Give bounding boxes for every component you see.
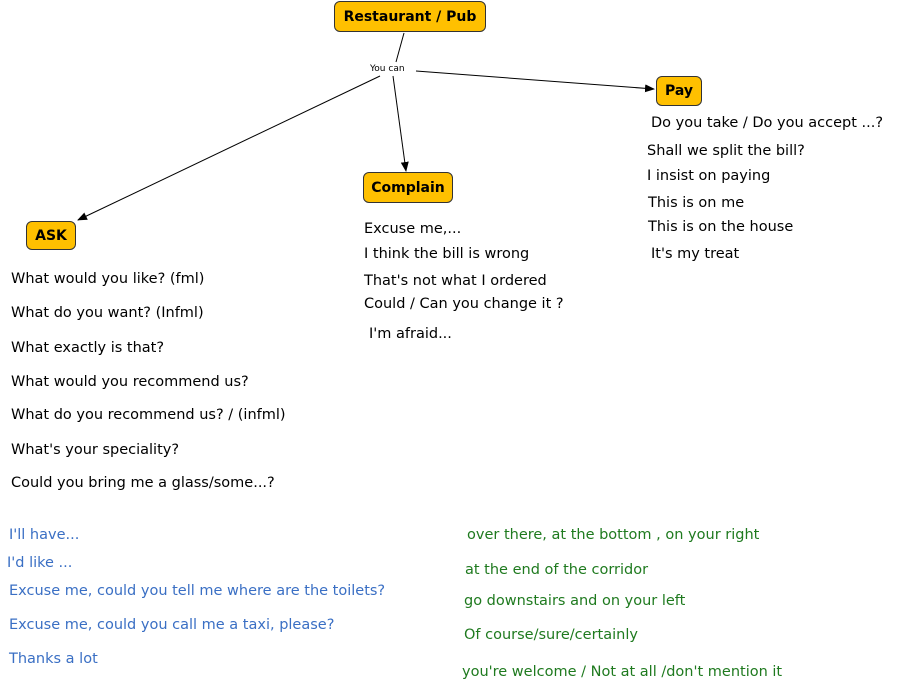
response-phrase: you're welcome / Not at all /don't menti…	[462, 664, 783, 680]
arrow-to-pay	[415, 70, 655, 93]
arrow-to-complain	[392, 75, 409, 172]
ask-phrase: What would you recommend us?	[11, 374, 249, 390]
ask-phrase: What exactly is that?	[11, 340, 165, 356]
customer-phrase: I'd like ...	[7, 555, 73, 571]
link-label-you-can: You can	[368, 64, 407, 74]
node-pay: Pay	[656, 76, 702, 106]
complain-phrase: That's not what I ordered	[364, 273, 547, 289]
pay-phrase: This is on me	[648, 195, 745, 211]
pay-phrase: Do you take / Do you accept ...?	[651, 115, 884, 131]
response-phrase: Of course/sure/certainly	[464, 627, 638, 643]
ask-phrase: What do you recommend us? / (infml)	[11, 407, 286, 423]
customer-phrase: Thanks a lot	[9, 651, 98, 667]
node-restaurant-pub: Restaurant / Pub	[334, 1, 486, 32]
complain-phrase: Could / Can you change it ?	[364, 296, 564, 312]
customer-phrase: I'll have...	[9, 527, 80, 543]
node-ask: ASK	[26, 221, 76, 250]
response-phrase: at the end of the corridor	[465, 562, 649, 578]
complain-phrase: I'm afraid...	[369, 326, 452, 342]
customer-phrase: Excuse me, could you call me a taxi, ple…	[9, 617, 335, 633]
ask-phrase: What's your speciality?	[11, 442, 180, 458]
node-complain: Complain	[363, 172, 453, 203]
pay-phrase: I insist on paying	[647, 168, 771, 184]
link-root-to-label	[395, 32, 405, 63]
response-phrase: over there, at the bottom , on your righ…	[467, 527, 760, 543]
pay-phrase: Shall we split the bill?	[647, 143, 805, 159]
arrow-to-ask	[77, 75, 381, 221]
ask-phrase: What would you like? (fml)	[11, 271, 205, 287]
complain-phrase: I think the bill is wrong	[364, 246, 530, 262]
ask-phrase: What do you want? (Infml)	[11, 305, 204, 321]
pay-phrase: This is on the house	[648, 219, 794, 235]
pay-phrase: It's my treat	[651, 246, 740, 262]
response-phrase: go downstairs and on your left	[464, 593, 686, 609]
customer-phrase: Excuse me, could you tell me where are t…	[9, 583, 386, 599]
complain-phrase: Excuse me,...	[364, 221, 462, 237]
ask-phrase: Could you bring me a glass/some...?	[11, 475, 275, 491]
